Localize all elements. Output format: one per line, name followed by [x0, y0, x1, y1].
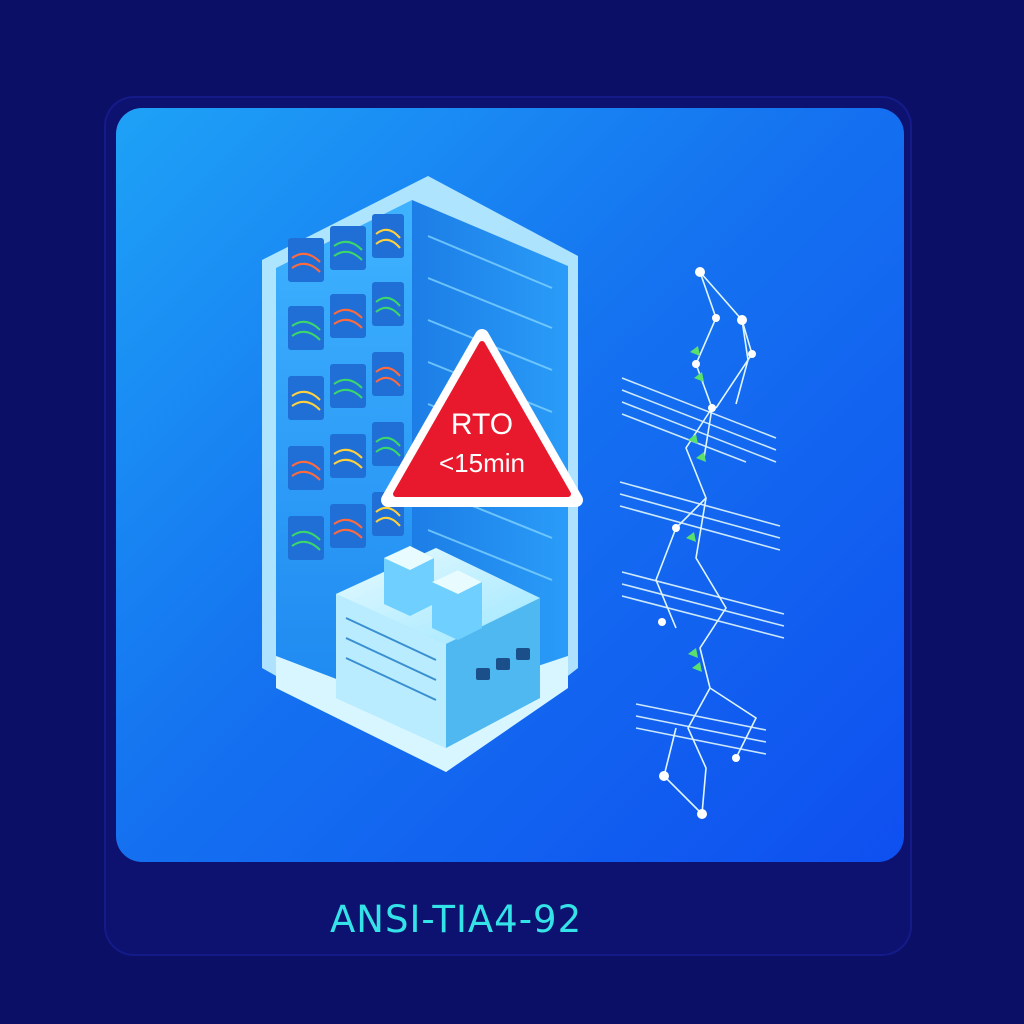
- rto-value: <15min: [439, 448, 525, 478]
- datacenter-illustration: [262, 176, 785, 819]
- rto-label: RTO: [450, 408, 514, 441]
- illustration-panel: RTO <15min: [116, 108, 904, 862]
- warning-badge-text: RTO <15min: [392, 408, 572, 478]
- network-nodes: [658, 267, 756, 819]
- server-unit-icon: [336, 546, 540, 748]
- network-leaf-marks: [686, 346, 706, 672]
- standard-caption: ANSI-TIA4-92: [330, 898, 583, 941]
- network-topology-icon: [619, 271, 785, 815]
- warning-triangle-icon: [381, 329, 583, 507]
